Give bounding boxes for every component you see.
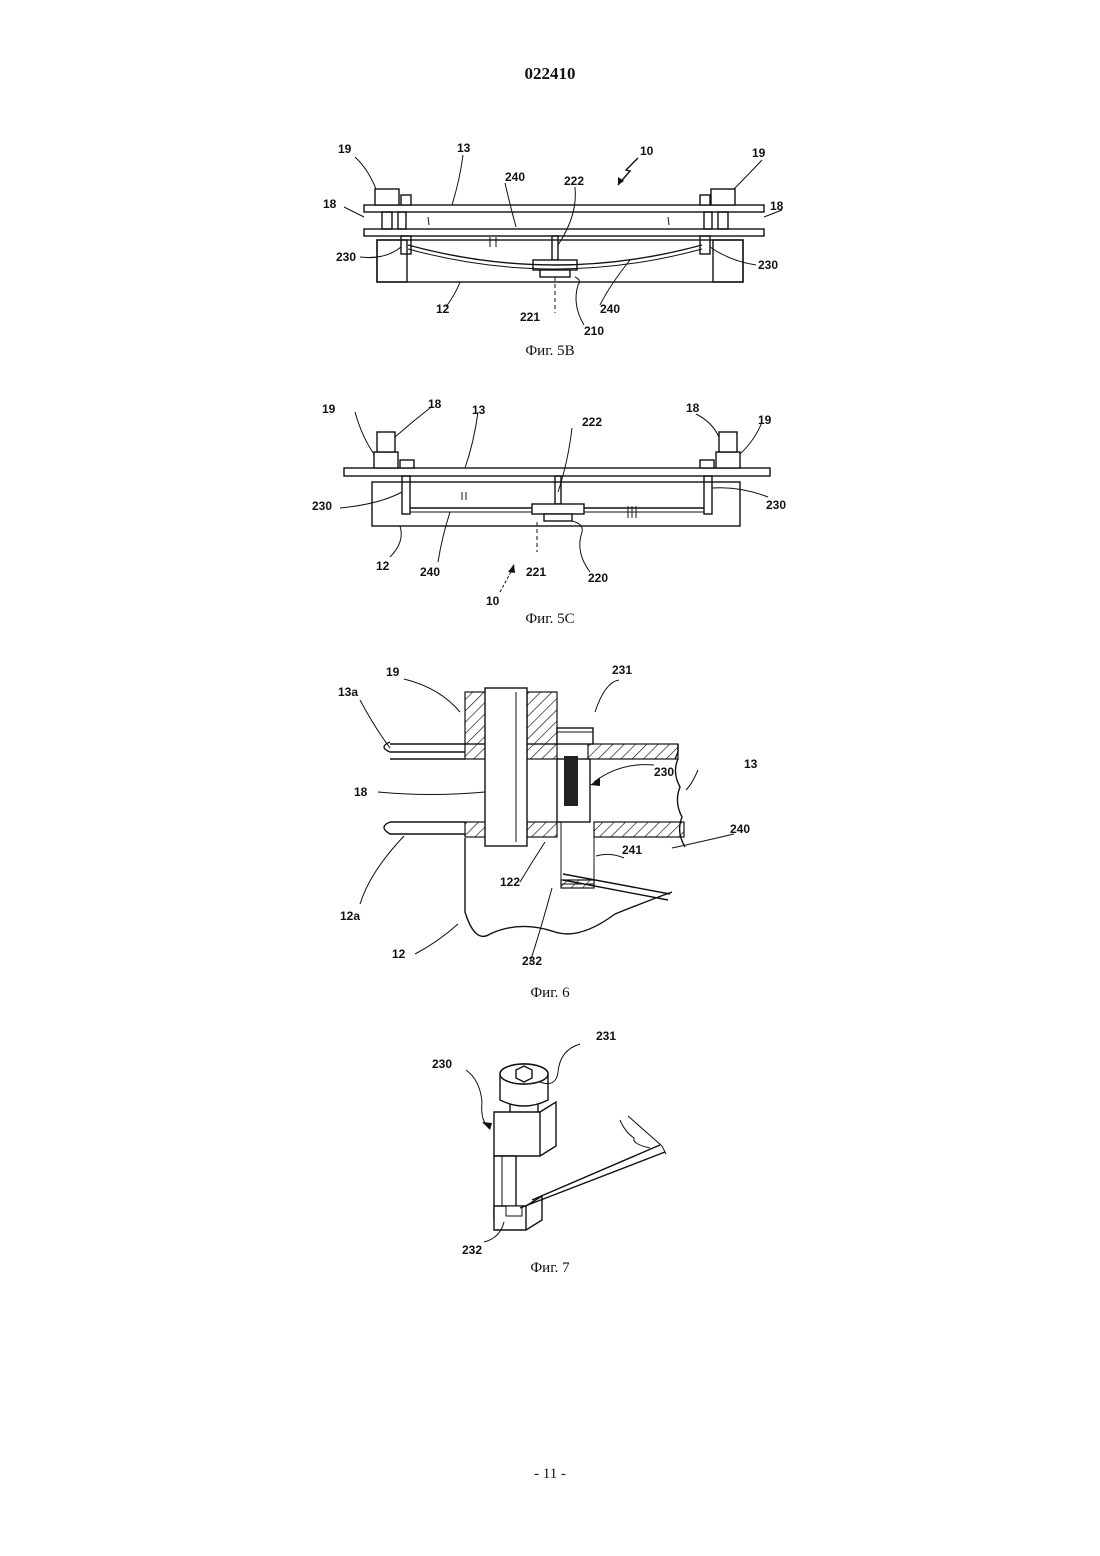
ref-label: 13a xyxy=(338,685,358,699)
ref-label: 19 xyxy=(752,146,766,160)
ref-label: 232 xyxy=(462,1243,482,1257)
figure-5b-caption: Фиг. 5В xyxy=(0,343,1100,360)
ref-label: 18 xyxy=(686,401,700,415)
ref-label: 12 xyxy=(392,947,406,961)
ref-label: 210 xyxy=(584,324,604,338)
figure-5c-caption: Фиг. 5С xyxy=(0,611,1100,628)
ref-label: 19 xyxy=(338,142,352,156)
figure-7-caption: Фиг. 7 xyxy=(0,1260,1100,1277)
figure-6-caption: Фиг. 6 xyxy=(0,985,1100,1002)
ref-label: 241 xyxy=(622,843,642,857)
ref-label: 240 xyxy=(730,822,750,836)
page-number: - 11 - xyxy=(0,1466,1100,1483)
figure-5c-drawing: 19 18 13 222 18 19 230 230 12 240 221 22… xyxy=(300,392,800,612)
ref-label: 240 xyxy=(420,565,440,579)
ref-label: 18 xyxy=(323,197,337,211)
ref-label: 230 xyxy=(312,499,332,513)
figure-5b-drawing: 19 13 10 19 240 222 18 18 230 230 12 240… xyxy=(300,135,800,345)
ref-label: 230 xyxy=(432,1057,452,1071)
ref-label: 12a xyxy=(340,909,360,923)
ref-label: 10 xyxy=(486,594,500,608)
ref-label: 240 xyxy=(505,170,525,184)
ref-label: 13 xyxy=(457,141,471,155)
ref-label: 222 xyxy=(582,415,602,429)
ref-label: 18 xyxy=(428,397,442,411)
ref-label: 240 xyxy=(600,302,620,316)
document-number: 022410 xyxy=(0,64,1100,84)
ref-label: 18 xyxy=(354,785,368,799)
ref-label: 221 xyxy=(526,565,546,579)
ref-label: 12 xyxy=(376,559,390,573)
ref-label: 230 xyxy=(336,250,356,264)
ref-label: 12 xyxy=(436,302,450,316)
ref-label: 19 xyxy=(386,665,400,679)
ref-label: 19 xyxy=(322,402,336,416)
ref-label: 230 xyxy=(758,258,778,272)
ref-label: 19 xyxy=(758,413,772,427)
ref-label: 220 xyxy=(588,571,608,585)
ref-label: 230 xyxy=(654,765,674,779)
ref-label: 231 xyxy=(596,1029,616,1043)
ref-label: 13 xyxy=(472,403,486,417)
ref-label: 222 xyxy=(564,174,584,188)
ref-label: 13 xyxy=(744,757,758,771)
ref-label: 231 xyxy=(612,663,632,677)
ref-label: 230 xyxy=(766,498,786,512)
ref-label: 10 xyxy=(640,144,654,158)
ref-label: 221 xyxy=(520,310,540,324)
ref-label: 122 xyxy=(500,875,520,889)
figure-7-drawing: 231 230 232 xyxy=(420,1022,690,1260)
figure-6-drawing: 19 231 13a 230 13 18 240 241 122 12a 12 … xyxy=(320,652,800,972)
ref-label: 18 xyxy=(770,199,784,213)
ref-label: 232 xyxy=(522,954,542,968)
